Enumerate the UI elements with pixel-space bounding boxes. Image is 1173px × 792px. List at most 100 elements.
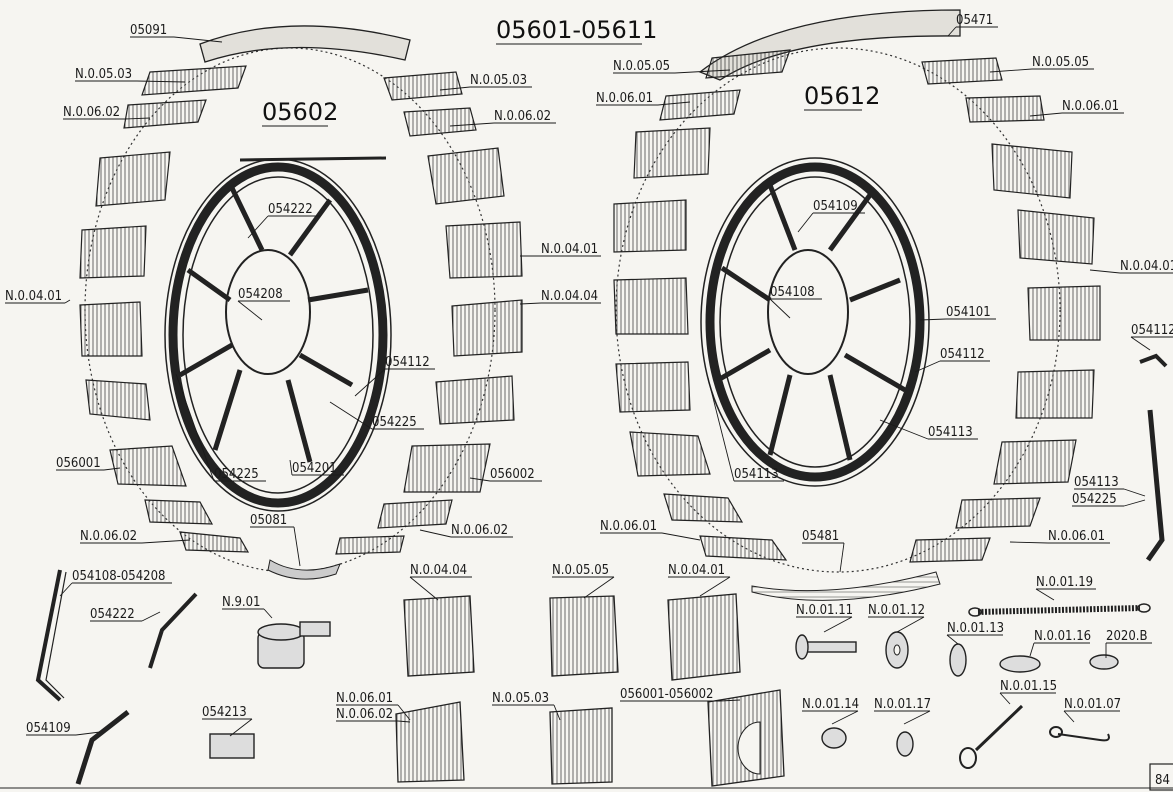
part-number-text: N.0.04.01 (5, 289, 62, 304)
part-number-text: N.0.01.14 (802, 697, 859, 712)
part-label-l55: 056001-056002 (620, 687, 741, 702)
part-label-l39: 054222 (90, 607, 161, 622)
leader-line (409, 576, 439, 601)
part-label-l5: N.0.06.02 (449, 109, 556, 127)
leader-line (657, 101, 691, 106)
leader-line (449, 122, 495, 127)
part-number-text: N.0.04.04 (410, 563, 467, 578)
part-label-l49: 2020.B (1105, 629, 1152, 658)
leader-line (553, 704, 561, 721)
part-label-l19: N.0.06.02 (419, 523, 513, 538)
part-label-l3: N.0.06.02 (63, 105, 151, 120)
leader-line (896, 616, 925, 633)
part-number-text: N.0.06.02 (451, 523, 508, 538)
part-number-text: N.0.01.19 (1036, 575, 1093, 590)
part-number-text: N.0.06.01 (336, 691, 393, 706)
leader-line (397, 720, 411, 723)
part-number-text: 054213 (202, 705, 247, 720)
part-label-l8: 054208 (237, 287, 290, 321)
part-number-text: 054108-054208 (72, 569, 166, 584)
left-wheel-label: 05602 (262, 98, 338, 126)
part-label-l46: N.0.01.12 (868, 603, 925, 633)
part-number-text: 054112 (385, 355, 430, 370)
part-label-l16: 056002 (469, 467, 542, 482)
part-label-l57: N.0.01.17 (874, 697, 931, 725)
leader-line (839, 542, 845, 573)
leader-line (329, 401, 373, 430)
leader-line (59, 582, 73, 597)
part-number-text: N.0.06.02 (494, 109, 551, 124)
part-label-l41: N.0.04.04 (409, 563, 472, 601)
part-label-l47: N.0.01.13 (946, 621, 1004, 645)
leader-line (75, 731, 101, 736)
part-number-text: N.0.04.01 (541, 242, 598, 257)
leader-line (661, 532, 701, 541)
part-number-text: N.0.06.01 (600, 519, 657, 534)
tread-plates (79, 9, 1101, 601)
part-number-text: 054101 (946, 305, 991, 320)
part-label-l32: 054112 (1130, 323, 1173, 351)
part-number-text: 054112 (940, 347, 985, 362)
part-number-text: 054225 (214, 467, 259, 482)
part-number-text: N.0.06.02 (80, 529, 137, 544)
part-label-l58: N.0.01.15 (999, 679, 1057, 705)
part-label-l50: 054213 (202, 705, 253, 737)
part-number-text: N.0.05.03 (75, 67, 132, 82)
right-wheel-label: 05612 (804, 82, 880, 110)
leader-line (141, 611, 161, 622)
part-label-l11: 054112 (354, 355, 435, 397)
leader-line (141, 539, 191, 544)
part-number-text: N.0.05.03 (470, 73, 527, 88)
part-label-l14: 054225 (175, 373, 266, 482)
part-label-l33: 054113 (1074, 475, 1146, 497)
part-label-l44: N.0.01.19 (1035, 575, 1096, 601)
page-number-box: 84 (0, 763, 1173, 791)
sheet-title: 05601-05611 (496, 16, 657, 44)
leader-line (831, 710, 859, 725)
part-number-text: N.0.05.05 (613, 59, 670, 74)
leader-line (946, 634, 959, 645)
part-number-text: 054112 (1131, 323, 1173, 338)
page-number: 84 (1155, 773, 1170, 788)
leader-line (439, 86, 471, 91)
leader-line (136, 80, 186, 83)
part-number-text: 054113 (734, 467, 779, 482)
leader-line (289, 459, 293, 476)
leader-line (103, 467, 121, 471)
part-label-l24: N.0.06.01 (1029, 99, 1124, 117)
part-label-l20: 05471 (947, 13, 998, 37)
part-label-l12: 054225 (329, 401, 424, 430)
part-number-text: N.0.01.17 (874, 697, 931, 712)
part-label-l35: N.0.06.01 (600, 519, 701, 541)
leader-line (1123, 499, 1146, 507)
leader-line (797, 212, 814, 233)
part-number-text: 054222 (90, 607, 135, 622)
part-label-l22: N.0.05.05 (989, 55, 1094, 73)
part-labels: 05091N.0.05.03N.0.06.02N.0.05.03N.0.06.0… (5, 13, 1173, 737)
leader-line (293, 526, 301, 567)
part-label-l25: 054109 (797, 199, 865, 233)
part-label-l52: N.0.06.01 (336, 691, 411, 721)
part-label-l21: N.0.05.05 (613, 59, 731, 74)
part-label-l13: 056001 (56, 456, 121, 471)
leader-line (719, 699, 741, 702)
part-number-text: 054201 (292, 461, 337, 476)
part-label-l30: 054113 (707, 377, 784, 482)
part-number-text: N.0.01.07 (1064, 697, 1121, 712)
leader-line (175, 373, 215, 482)
part-number-text: N.0.04.04 (541, 289, 598, 304)
leader-line (914, 360, 941, 373)
leader-line (173, 36, 223, 43)
part-number-text: 054109 (26, 721, 71, 736)
leader-line (769, 298, 791, 319)
part-number-text: 054113 (928, 425, 973, 440)
leader-line (263, 608, 273, 619)
part-number-text: N.0.06.01 (596, 91, 653, 106)
part-number-text: N.0.01.11 (796, 603, 853, 618)
part-label-l59: N.0.01.07 (1063, 697, 1121, 723)
part-number-text: 056001 (56, 456, 101, 471)
part-number-text: N.0.06.02 (63, 105, 120, 120)
leader-line (879, 419, 929, 440)
